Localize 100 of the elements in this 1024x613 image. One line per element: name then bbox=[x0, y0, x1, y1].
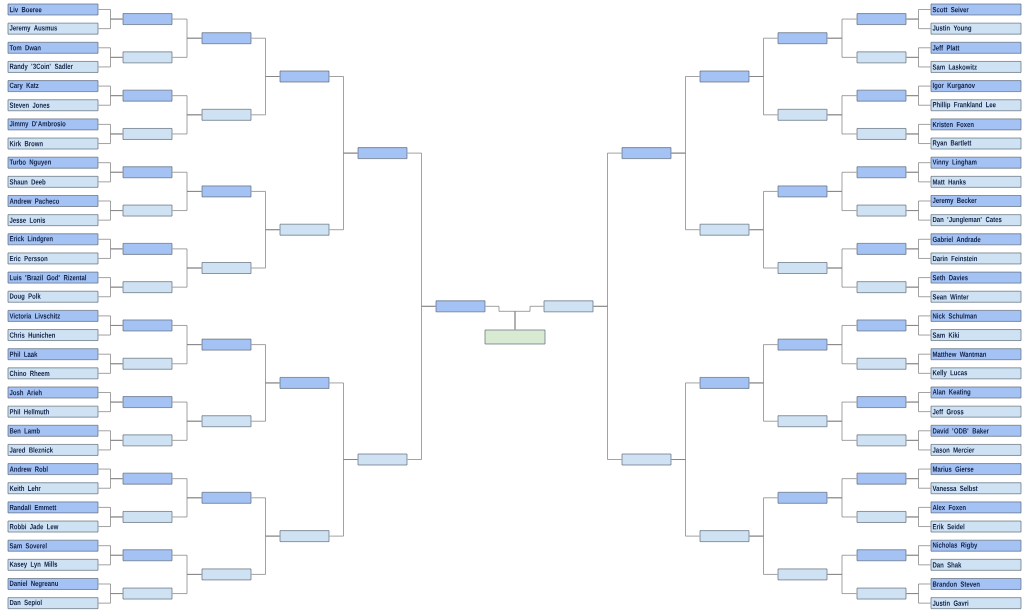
blank-box bbox=[357, 453, 408, 466]
blank-box bbox=[279, 70, 330, 83]
blank-box bbox=[621, 147, 672, 159]
bracket-line bbox=[906, 478, 931, 489]
bracket-line bbox=[172, 267, 202, 288]
bracket-line bbox=[906, 593, 931, 604]
blank-box bbox=[122, 511, 173, 523]
bracket-line bbox=[98, 286, 123, 298]
blank-box bbox=[122, 204, 173, 217]
bracket-line bbox=[906, 18, 931, 29]
blank-box bbox=[201, 262, 252, 274]
blank-box bbox=[856, 434, 907, 447]
blank-box bbox=[777, 338, 828, 351]
blank-box bbox=[201, 32, 252, 45]
blank-box bbox=[777, 185, 828, 198]
blank-box bbox=[122, 281, 173, 294]
blank-box bbox=[699, 70, 750, 83]
bracket-line bbox=[98, 363, 123, 374]
blank-box bbox=[201, 338, 252, 351]
blank-box bbox=[856, 13, 907, 25]
bracket-line bbox=[98, 133, 123, 144]
bracket-line bbox=[906, 57, 931, 68]
bracket-line bbox=[172, 37, 202, 58]
bracket-line bbox=[593, 305, 622, 460]
bracket-line bbox=[98, 95, 123, 106]
bracket-line bbox=[906, 440, 931, 451]
bracket-line bbox=[98, 210, 123, 221]
bracket-line bbox=[906, 325, 931, 336]
bracket-line bbox=[906, 95, 931, 106]
blank-box bbox=[357, 147, 408, 159]
blank-box bbox=[122, 128, 173, 140]
blank-box bbox=[777, 568, 828, 581]
bracket-line bbox=[827, 574, 857, 594]
blank-box bbox=[122, 357, 173, 370]
blank-box bbox=[777, 491, 828, 504]
blank-box bbox=[279, 377, 330, 389]
blank-box bbox=[435, 300, 486, 313]
bracket-line bbox=[172, 344, 202, 365]
bracket-line bbox=[98, 440, 123, 451]
bracket-line bbox=[172, 191, 202, 211]
blank-box bbox=[856, 472, 907, 485]
blank-box bbox=[856, 166, 907, 179]
blank-box bbox=[856, 549, 907, 562]
blank-box bbox=[856, 89, 907, 102]
bracket-line bbox=[98, 171, 123, 183]
blank-box bbox=[856, 587, 907, 600]
bracket-line bbox=[749, 382, 778, 422]
bracket-line bbox=[906, 286, 931, 298]
bracket-line bbox=[671, 459, 700, 537]
bracket-line bbox=[98, 516, 123, 527]
bracket-line bbox=[827, 497, 857, 518]
bracket-line bbox=[98, 593, 123, 604]
bracket-line bbox=[98, 478, 123, 489]
blank-box bbox=[856, 128, 907, 140]
bracket-line bbox=[906, 210, 931, 221]
blank-box bbox=[856, 357, 907, 370]
blank-box bbox=[856, 243, 907, 255]
bracket-line bbox=[329, 152, 358, 231]
blank-box bbox=[699, 530, 750, 542]
bracket-line bbox=[98, 18, 123, 29]
blank-box bbox=[777, 415, 828, 428]
blank-box bbox=[856, 319, 907, 332]
blank-box bbox=[699, 377, 750, 389]
blank-box bbox=[201, 491, 252, 504]
blank-box bbox=[201, 415, 252, 428]
blank-box bbox=[122, 434, 173, 447]
bracket-line bbox=[749, 76, 778, 116]
blank-box bbox=[122, 243, 173, 255]
bracket-line bbox=[827, 114, 857, 135]
bracket-line bbox=[906, 554, 931, 566]
blank-box bbox=[777, 108, 828, 121]
blank-box bbox=[777, 32, 828, 45]
bracket-line bbox=[827, 420, 857, 441]
blank-box bbox=[777, 262, 828, 274]
blank-box bbox=[543, 300, 594, 313]
bracket-line bbox=[98, 325, 123, 336]
bracket-line bbox=[827, 267, 857, 288]
blank-box bbox=[856, 396, 907, 408]
blank-box bbox=[122, 319, 173, 332]
bracket-line bbox=[906, 171, 931, 183]
blank-box bbox=[201, 108, 252, 121]
blank-box bbox=[122, 472, 173, 485]
blank-box bbox=[201, 185, 252, 198]
bracket-line bbox=[407, 305, 436, 460]
bracket-line bbox=[251, 76, 280, 116]
bracket-line bbox=[251, 229, 280, 269]
bracket-line bbox=[172, 420, 202, 441]
bracket-line bbox=[251, 382, 280, 422]
bracket-line bbox=[827, 191, 857, 211]
blank-box bbox=[856, 204, 907, 217]
bracket-line bbox=[98, 401, 123, 412]
blank-box bbox=[122, 587, 173, 600]
blank-box bbox=[484, 329, 546, 345]
blank-box bbox=[699, 223, 750, 236]
bracket-line bbox=[514, 305, 544, 330]
blank-box bbox=[201, 568, 252, 581]
blank-box bbox=[856, 281, 907, 294]
blank-box bbox=[279, 223, 330, 236]
bracket-line bbox=[906, 363, 931, 374]
blank-box bbox=[122, 549, 173, 562]
